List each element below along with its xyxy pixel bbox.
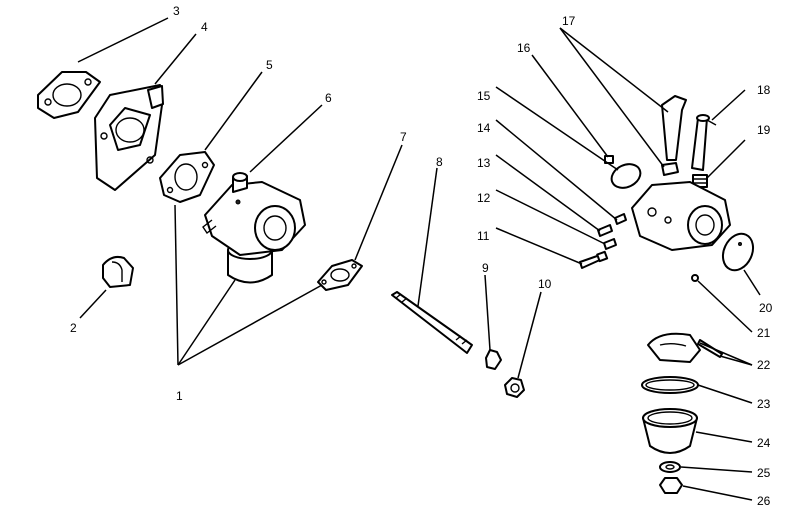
callout-15: 15 [477, 89, 491, 103]
leader-22a [699, 342, 753, 366]
callout-22: 22 [757, 358, 771, 372]
leader-5 [204, 71, 263, 151]
part-26-nut [659, 477, 683, 494]
part-7-gasket [317, 259, 363, 291]
part-13-screw [597, 224, 613, 237]
leader-8 [417, 167, 438, 307]
leader-1a [174, 204, 179, 366]
leader-22b [719, 355, 753, 366]
leader-19 [706, 139, 746, 179]
leader-10 [517, 291, 542, 379]
callout-1: 1 [176, 389, 183, 403]
callout-13: 13 [477, 156, 491, 170]
leader-17a [559, 27, 669, 113]
part-15-diaphragm [610, 163, 642, 189]
leader-20 [743, 269, 761, 296]
callout-11: 11 [477, 229, 490, 243]
leader-7 [354, 144, 403, 261]
leader-26 [682, 485, 753, 501]
part-10-nut [504, 377, 525, 398]
leader-3 [77, 17, 169, 63]
leader-13 [495, 154, 601, 232]
callout-19: 19 [757, 123, 771, 137]
leader-11 [495, 227, 583, 265]
callout-2: 2 [70, 321, 77, 335]
part-6-carburetor [202, 172, 306, 284]
part-25-washer [659, 461, 681, 473]
leader-12 [495, 189, 606, 245]
part-21-ball [691, 274, 699, 282]
part-3-gasket [37, 71, 101, 119]
leader-24 [695, 431, 753, 443]
callout-labels: 1 2 3 4 5 6 7 8 9 10 11 12 13 14 15 16 1… [70, 4, 773, 508]
leader-14 [495, 119, 618, 221]
leader-18 [711, 89, 746, 121]
part-24-bowl [642, 408, 698, 454]
part-18-tube [691, 114, 717, 171]
leader-21 [697, 280, 753, 333]
leader-1b [177, 279, 236, 366]
callout-23: 23 [757, 397, 771, 411]
leader-17b [559, 27, 665, 168]
part-20-cover [721, 232, 755, 272]
callout-9: 9 [482, 261, 489, 275]
leader-2 [79, 289, 107, 319]
callout-25: 25 [757, 466, 771, 480]
part-14-screw [614, 213, 627, 225]
callout-16: 16 [517, 41, 531, 55]
part-2-grommet [102, 255, 134, 288]
callout-14: 14 [477, 121, 491, 135]
part-12-screw [603, 238, 617, 250]
leader-23 [697, 384, 753, 404]
part-17-shaft [661, 95, 687, 176]
callout-6: 6 [325, 91, 332, 105]
callout-8: 8 [436, 155, 443, 169]
leader-9 [484, 274, 491, 351]
callout-7: 7 [400, 130, 407, 144]
part-4-spacer [94, 84, 164, 191]
part-9-clip [485, 349, 502, 370]
leader-16 [531, 54, 609, 158]
callout-12: 12 [477, 191, 491, 205]
part-5-gasket [159, 151, 215, 203]
callout-4: 4 [201, 20, 208, 34]
leader-6 [249, 104, 323, 173]
callout-20: 20 [759, 301, 773, 315]
leader-1c [177, 284, 323, 366]
callout-5: 5 [266, 58, 273, 72]
leader-15 [495, 86, 619, 171]
leader-lines [77, 17, 761, 501]
callout-10: 10 [538, 277, 552, 291]
part-23-ring [641, 376, 699, 394]
right-carburetor-body [631, 181, 731, 251]
callout-17: 17 [562, 14, 576, 28]
part-11-screw [579, 250, 609, 269]
part-8-stud [391, 291, 473, 354]
callout-18: 18 [757, 83, 771, 97]
callout-21: 21 [757, 326, 771, 340]
callout-24: 24 [757, 436, 771, 450]
leader-4 [154, 33, 197, 85]
leader-25 [680, 466, 753, 473]
callout-26: 26 [757, 494, 771, 508]
callout-3: 3 [173, 4, 180, 18]
